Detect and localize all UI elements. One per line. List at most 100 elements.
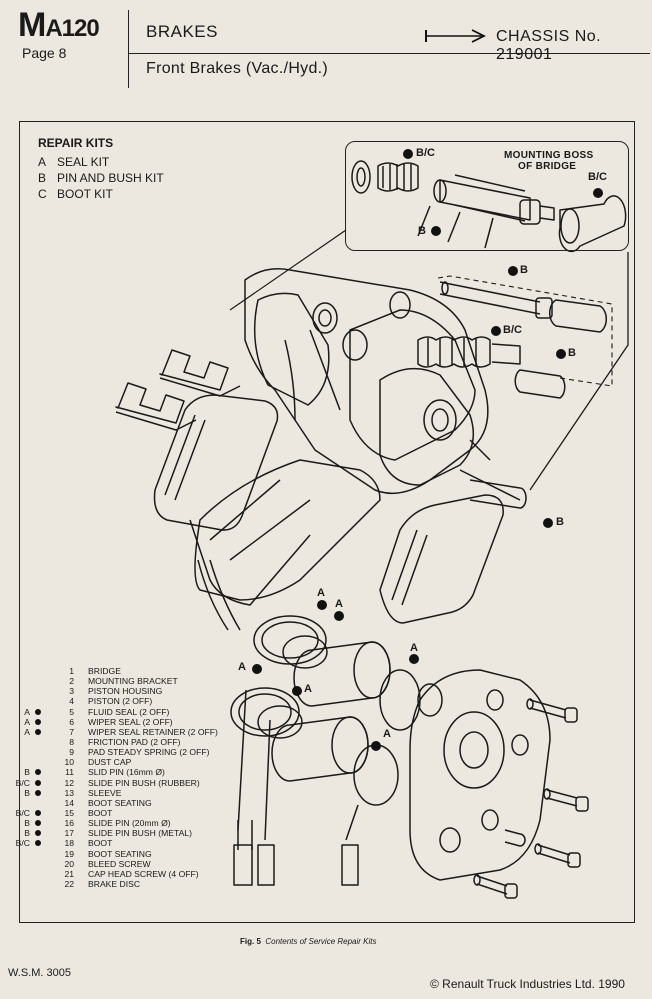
legend-row: 1 BRIDGE bbox=[8, 666, 218, 676]
header-divider-vertical bbox=[128, 10, 129, 88]
legend-item-label: BRIDGE bbox=[88, 666, 121, 676]
callout-a-4: A bbox=[304, 683, 312, 695]
legend-item-label: BOOT bbox=[88, 838, 113, 849]
legend-row: A 5 FLUID SEAL (2 OFF) bbox=[8, 707, 218, 717]
legend-row: B/C 18 BOOT bbox=[8, 838, 218, 848]
legend-kit-dot bbox=[30, 779, 46, 786]
legend-kit-dot bbox=[30, 718, 46, 725]
legend-kit-code: B bbox=[24, 828, 30, 839]
legend-kit-dot bbox=[30, 810, 46, 817]
inset-tag-bc-right: B/C bbox=[588, 171, 607, 183]
legend-row: B 17 SLIDE PIN BUSH (METAL) bbox=[8, 828, 218, 838]
arrow-right-icon bbox=[425, 29, 486, 43]
legend-kit-code: A bbox=[24, 706, 30, 717]
legend-item-label: WIPER SEAL RETAINER (2 OFF) bbox=[88, 726, 218, 737]
legend-item-number: 2 bbox=[69, 676, 74, 687]
legend-row: 19 BOOT SEATING bbox=[8, 849, 218, 859]
legend-kit-code: B/C bbox=[15, 838, 30, 849]
legend-item-label: SLIDE PIN BUSH (RUBBER) bbox=[88, 777, 200, 788]
legend-item-label: BLEED SCREW bbox=[88, 858, 151, 869]
figure-caption: Fig. 5 Contents of Service Repair Kits bbox=[240, 937, 377, 946]
legend-kit-code: A bbox=[24, 716, 30, 727]
legend-item-label: SLEEVE bbox=[88, 787, 122, 798]
legend-row: A 6 WIPER SEAL (2 OFF) bbox=[8, 717, 218, 727]
inset-label-line1: MOUNTING BOSS bbox=[504, 150, 594, 161]
legend-item-number: 11 bbox=[65, 767, 74, 778]
callout-b-sleeve: B bbox=[568, 347, 576, 359]
manual-reference: W.S.M. 3005 bbox=[8, 967, 71, 979]
legend-kit-dot bbox=[30, 789, 46, 796]
figure-frame bbox=[19, 121, 635, 923]
legend-item-label: BOOT SEATING bbox=[88, 848, 152, 859]
legend-item-label: PISTON (2 OFF) bbox=[88, 696, 153, 707]
legend-item-label: SLIDE PIN BUSH (METAL) bbox=[88, 828, 192, 839]
inset-tag-bc: B/C bbox=[416, 147, 435, 159]
legend-item-number: 5 bbox=[69, 706, 74, 717]
header-divider-horizontal bbox=[128, 53, 650, 54]
legend-kit-dot bbox=[30, 840, 46, 847]
legend-item-number: 22 bbox=[64, 878, 74, 889]
legend-item-number: 17 bbox=[64, 828, 74, 839]
page-subtitle: Front Brakes (Vac./Hyd.) bbox=[146, 60, 329, 77]
callout-a-6: A bbox=[383, 728, 391, 740]
repair-kits-title: REPAIR KITS bbox=[38, 136, 114, 150]
legend-kit-code: B bbox=[24, 787, 30, 798]
legend-row: 8 FRICTION PAD (2 OFF) bbox=[8, 737, 218, 747]
legend-item-label: MOUNTING BRACKET bbox=[88, 676, 178, 687]
legend-row: A 7 WIPER SEAL RETAINER (2 OFF) bbox=[8, 727, 218, 737]
legend-item-number: 18 bbox=[64, 838, 74, 849]
legend-item-number: 19 bbox=[64, 848, 74, 859]
inset-label-line2: OF BRIDGE bbox=[518, 161, 577, 172]
inset-tag-b: B bbox=[418, 225, 426, 237]
legend-kit-dot bbox=[30, 769, 46, 776]
legend-item-number: 13 bbox=[64, 787, 74, 798]
legend-kit-code: B bbox=[24, 818, 30, 829]
legend-item-label: BOOT bbox=[88, 807, 113, 818]
callout-b-lower-pin: B bbox=[556, 516, 564, 528]
legend-item-label: FLUID SEAL (2 OFF) bbox=[88, 706, 170, 717]
legend-row: 9 PAD STEADY SPRING (2 OFF) bbox=[8, 747, 218, 757]
legend-kit-code: A bbox=[24, 726, 30, 737]
legend-item-number: 12 bbox=[64, 777, 74, 788]
legend-item-label: BOOT SEATING bbox=[88, 797, 152, 808]
chassis-number: CHASSIS No. 219001 bbox=[496, 28, 602, 63]
legend-item-label: PAD STEADY SPRING (2 OFF) bbox=[88, 747, 210, 758]
legend-item-number: 6 bbox=[69, 716, 74, 727]
legend-kit-code: B/C bbox=[15, 777, 30, 788]
legend-item-number: 21 bbox=[64, 868, 74, 879]
legend-row: 3 PISTON HOUSING bbox=[8, 686, 218, 696]
legend-item-number: 9 bbox=[69, 747, 74, 758]
mounting-boss-inset bbox=[345, 141, 629, 251]
callout-bc-bush: B/C bbox=[503, 324, 522, 336]
legend-item-number: 8 bbox=[69, 736, 74, 747]
callout-b-upper-pin: B bbox=[520, 264, 528, 276]
legend-item-number: 16 bbox=[64, 818, 74, 829]
legend-row: B 13 SLEEVE bbox=[8, 788, 218, 798]
legend-kit-dot bbox=[30, 708, 46, 715]
legend-kit-dot bbox=[30, 728, 46, 735]
legend-row: B/C 12 SLIDE PIN BUSH (RUBBER) bbox=[8, 778, 218, 788]
legend-item-label: FRICTION PAD (2 OFF) bbox=[88, 736, 181, 747]
legend-item-number: 20 bbox=[64, 858, 74, 869]
legend-item-number: 3 bbox=[69, 686, 74, 697]
legend-item-label: WIPER SEAL (2 OFF) bbox=[88, 716, 173, 727]
page-number: Page 8 bbox=[22, 45, 67, 61]
legend-item-label: PISTON HOUSING bbox=[88, 686, 163, 697]
legend-item-label: DUST CAP bbox=[88, 757, 132, 768]
callout-a-1: A bbox=[317, 587, 325, 599]
legend-row: 20 BLEED SCREW bbox=[8, 859, 218, 869]
legend-row: 2 MOUNTING BRACKET bbox=[8, 676, 218, 686]
callout-a-2: A bbox=[335, 598, 343, 610]
legend-item-number: 1 bbox=[69, 666, 74, 676]
legend-item-number: 7 bbox=[69, 726, 74, 737]
legend-item-label: SLID PIN (16mm Ø) bbox=[88, 767, 165, 778]
